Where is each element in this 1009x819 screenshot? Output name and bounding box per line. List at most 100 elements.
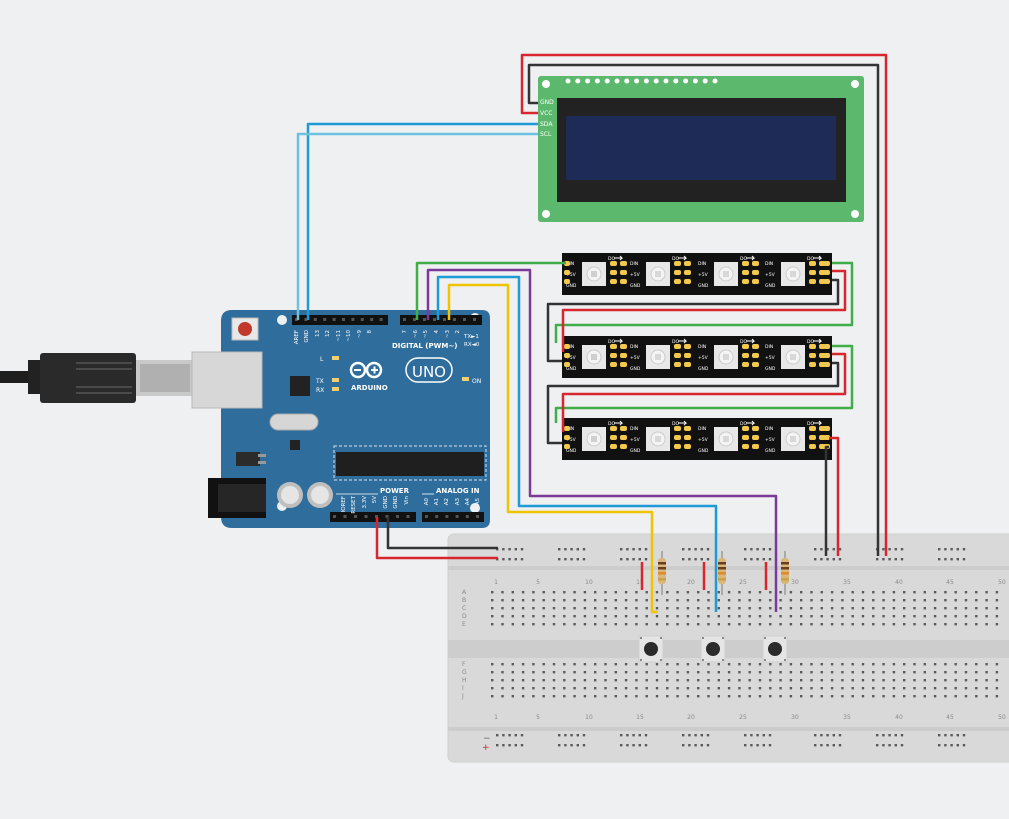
breadboard-hole xyxy=(707,623,710,626)
breadboard-hole xyxy=(838,744,842,747)
pad-label-gnd: GND xyxy=(698,283,709,289)
breadboard-row-letter: E xyxy=(462,621,466,628)
lcd-i2c-display[interactable]: GND VCC SDA SCL xyxy=(538,76,864,222)
breadboard-components[interactable] xyxy=(638,551,789,663)
digital-label: DIGITAL (PWM~) xyxy=(392,342,457,350)
breadboard-hole xyxy=(638,744,641,747)
arduino-brand: ARDUINO xyxy=(351,384,388,392)
breadboard-hole xyxy=(913,591,916,594)
breadboard-row-letter: H xyxy=(462,677,467,684)
breadboard-hole xyxy=(913,623,916,626)
pushbutton-leg xyxy=(784,637,786,639)
header-pin xyxy=(455,515,459,518)
led-rx xyxy=(332,387,339,391)
breadboard-hole xyxy=(814,734,817,737)
breadboard-hole xyxy=(676,695,679,698)
breadboard-hole xyxy=(933,695,937,698)
breadboard-hole xyxy=(563,679,566,682)
breadboard-hole xyxy=(594,615,597,618)
lcd-pin xyxy=(643,78,649,84)
lcd-pin xyxy=(614,78,620,84)
breadboard-hole xyxy=(707,591,710,594)
breadboard-hole xyxy=(938,744,941,747)
breadboard-column-number-top: 35 xyxy=(843,579,851,586)
breadboard-hole xyxy=(614,663,617,666)
neopixel-strip-3[interactable]: DIN+5VGNDDODIN+5VGNDDODIN+5VGNDDODIN+5VG… xyxy=(562,418,832,460)
analog-pin-label: A3 xyxy=(455,498,461,506)
breadboard-hole xyxy=(820,623,823,626)
breadboard-column-number-bottom: 1 xyxy=(494,714,498,721)
breadboard-hole xyxy=(501,671,504,674)
breadboard-hole xyxy=(820,615,823,618)
breadboard-hole xyxy=(851,679,854,682)
usb-cable[interactable] xyxy=(0,353,192,403)
breadboard-hole xyxy=(694,548,697,551)
digital-header[interactable] xyxy=(292,315,482,325)
resistor-3[interactable] xyxy=(781,551,789,595)
breadboard-hole xyxy=(501,599,504,602)
input-pad xyxy=(564,270,570,275)
breadboard-hole xyxy=(521,591,525,594)
breadboard-hole xyxy=(756,548,759,551)
header-pin xyxy=(476,515,479,518)
pushbutton-2[interactable] xyxy=(700,635,726,663)
breadboard-hole xyxy=(496,734,499,737)
breadboard-hole xyxy=(594,687,597,690)
breadboard-hole xyxy=(563,695,566,698)
breadboard-hole xyxy=(583,607,587,610)
breadboard-hole xyxy=(706,548,710,551)
header-pin xyxy=(385,515,389,518)
analog-pin-label: A4 xyxy=(465,498,471,506)
solder-pad xyxy=(742,362,749,367)
breadboard-hole xyxy=(832,744,835,747)
breadboard-hole xyxy=(810,607,813,610)
pushbutton-1[interactable] xyxy=(638,635,664,663)
neopixel-strips[interactable]: DIN+5VGNDDODIN+5VGNDDODIN+5VGNDDODIN+5VG… xyxy=(562,253,832,460)
pushbutton-3[interactable] xyxy=(762,635,788,663)
led-chip xyxy=(655,436,661,442)
breadboard-hole xyxy=(666,663,669,666)
breadboard-hole xyxy=(583,679,587,682)
breadboard-hole xyxy=(520,548,524,551)
neopixel-strip-1[interactable]: DIN+5VGNDDODIN+5VGNDDODIN+5VGNDDODIN+5VG… xyxy=(562,253,832,295)
breadboard-hole xyxy=(876,744,879,747)
output-pad xyxy=(824,270,830,275)
reset-button[interactable] xyxy=(231,317,259,341)
pad-label-gnd: GND xyxy=(566,366,577,372)
breadboard-hole xyxy=(814,548,817,551)
breadboard-hole xyxy=(738,623,741,626)
wires[interactable] xyxy=(296,53,888,614)
breadboard-hole xyxy=(583,695,587,698)
solder-pad xyxy=(674,270,681,275)
breadboard-hole xyxy=(717,679,720,682)
breadboard-hole xyxy=(697,671,700,674)
direction-arrow-icon xyxy=(678,420,688,426)
breadboard-hole xyxy=(748,695,751,698)
pad-label-din: DIN xyxy=(698,261,706,267)
resistor-1[interactable] xyxy=(658,551,666,595)
breadboard-hole xyxy=(573,695,576,698)
breadboard-hole xyxy=(491,695,494,698)
breadboard-hole xyxy=(789,607,793,610)
breadboard-hole xyxy=(594,671,597,674)
breadboard[interactable]: 1155101015152020252530303535404045455050… xyxy=(447,533,1009,763)
lcd-pin xyxy=(653,78,659,84)
small-chip xyxy=(290,440,300,450)
breadboard-hole xyxy=(975,615,978,618)
breadboard-hole xyxy=(851,591,854,594)
pushbutton-leg xyxy=(640,637,642,639)
breadboard-hole xyxy=(882,548,885,551)
pad-label-do: DO xyxy=(807,256,814,262)
breadboard-hole xyxy=(985,615,988,618)
breadboard-hole xyxy=(645,599,648,602)
breadboard-hole xyxy=(894,558,897,561)
neopixel-strip-2[interactable]: DIN+5VGNDDODIN+5VGNDDODIN+5VGNDDODIN+5VG… xyxy=(562,336,832,378)
breadboard-hole xyxy=(521,687,525,690)
lcd-pin xyxy=(673,78,679,84)
breadboard-column-number-top: 40 xyxy=(895,579,903,586)
power-header[interactable] xyxy=(330,512,484,522)
breadboard-hole xyxy=(727,591,731,594)
resistor-2[interactable] xyxy=(718,551,726,595)
